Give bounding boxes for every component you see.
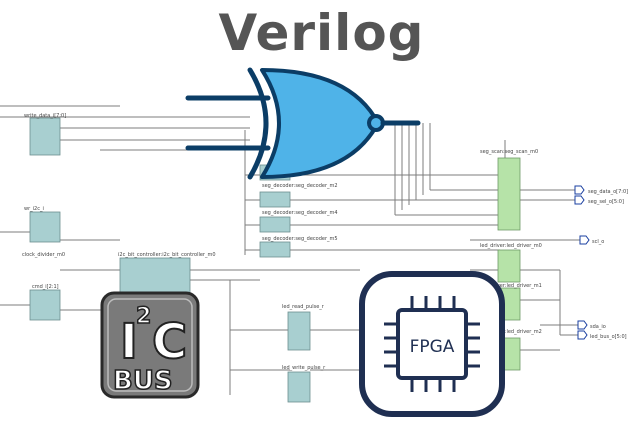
seg-decoder-m5-label: seg_decoder:seg_decoder_m5 [262,236,338,242]
led-driver-m0-label: led_driver:led_driver_m0 [480,243,542,249]
xnor-gate-icon [185,67,421,180]
clock-divider-label: clock_divider_m0 [22,252,65,258]
led-driver-m2-label: led_driver:led_driver_m2 [480,329,542,335]
seg-decoder-m4-block [259,216,291,233]
wr-i2c-block [29,211,61,243]
cmd-label: cmd_i[2:1] [32,284,59,290]
led-write-pulse-label: led_write_pulse_r [282,365,326,371]
wr-i2c-label: wr_i2c_i [24,206,44,212]
write-data-block [29,117,61,156]
cmd-block [29,289,61,321]
i2c-letter-i: I [120,314,138,370]
i2c-controller-block [119,257,191,299]
led-read-pulse-block [287,311,311,351]
fpga-label: FPGA [410,337,455,357]
seg-decoder-m4-label: seg_decoder:seg_decoder_m4 [262,210,338,216]
seg-scan-block [497,157,521,231]
scl-label: scl_o [592,239,604,245]
led-write-pulse-block [287,371,311,403]
i2c-superscript: 2 [136,304,151,329]
page-title: Verilog [218,4,425,62]
i2c-letter-c: C [152,314,187,370]
led-bus-label: led_bus_o[5:0] [590,334,627,340]
seg-decoder-m3-block [259,191,291,208]
led-driver-m0-block [497,249,521,283]
led-driver-m1-label: led_driver:led_driver_m1 [480,283,542,289]
sda-port [577,320,588,330]
seg-data-port [574,185,585,195]
seg-scan-label: seg_scan:seg_scan_m0 [480,149,538,155]
sda-label: sda_io [590,324,606,330]
seg-decoder-m2-label: seg_decoder:seg_decoder_m2 [262,183,338,189]
fpga-chip-icon: FPGA [359,271,505,417]
i2c-bus-logo: I 2 C BUS [100,291,200,399]
led-bus-port [577,330,588,340]
seg-decoder-m5-block [259,241,291,258]
seg-sel-port [574,195,585,205]
led-read-pulse-label: led_read_pulse_r [282,304,325,310]
seg-data-label: seg_data_o[7:0] [588,189,628,195]
bus-label: BUS [113,366,173,396]
seg-sel-label: seg_sel_o[5:0] [588,199,624,205]
write-data-label: write_data_i[7:0] [24,113,66,119]
i2c-controller-label: i2c_bit_controller:i2c_bit_controller_m0 [118,252,216,258]
scl-port [579,235,590,245]
